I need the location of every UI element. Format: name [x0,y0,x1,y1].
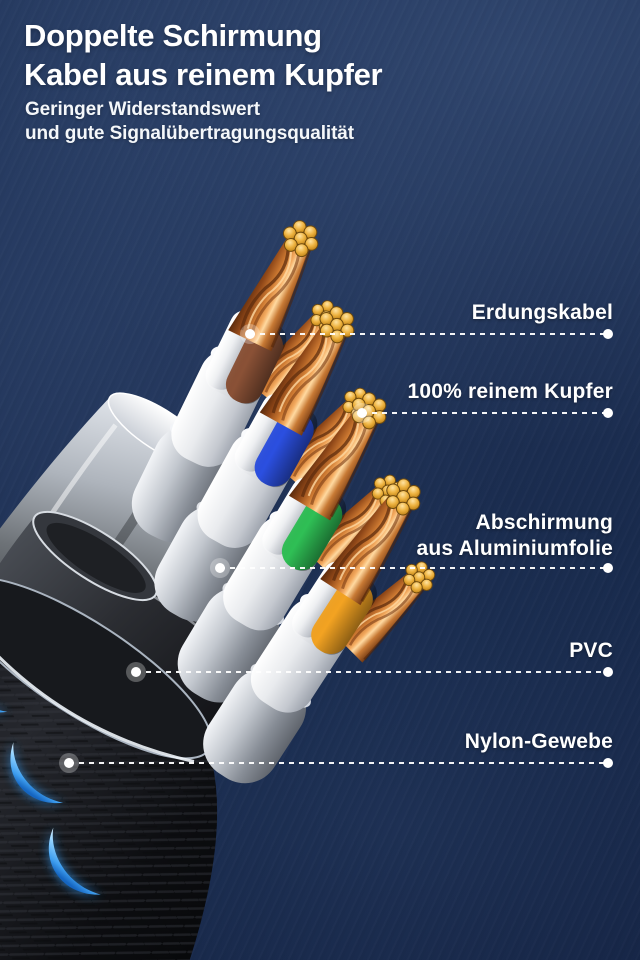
callout-label: Nylon-Gewebe [464,730,613,753]
anchor-dot [64,758,74,768]
label-dot [603,329,613,339]
label-dot [603,408,613,418]
callout-label-line2: aus Aluminiumfolie [416,537,613,560]
callout-abschirmung: Abschirmung aus Aluminiumfolie [416,510,613,562]
callout-label: Erdungskabel [471,301,613,324]
leader-pvc [126,662,613,682]
wire-pair-orange [203,472,442,784]
leader-nylon [59,753,613,773]
label-dot [603,563,613,573]
anchor-dot [245,329,255,339]
label-dot [603,667,613,677]
page-title: Doppelte Schirmung Kabel aus reinem Kupf… [24,16,383,94]
title-line-1: Doppelte Schirmung [24,18,322,53]
wire-pair-brown [131,215,349,543]
title-line-2: Kabel aus reinem Kupfer [24,57,383,92]
subtitle-line-1: Geringer Widerstandswert [25,99,260,120]
callout-label: Abschirmung [475,511,613,534]
leader-kupfer [352,403,613,423]
callout-erdungskabel: Erdungskabel [472,300,613,326]
callout-pvc: PVC [569,638,613,664]
anchor-dot [215,563,225,573]
leader-abschirmung [210,558,613,578]
anchor-dot [131,667,141,677]
callout-label: PVC [569,639,613,662]
subtitle-line-2: und gute Signalübertragungsqualität [25,123,355,144]
label-dot [603,758,613,768]
callout-label: 100% reinem Kupfer [407,380,613,403]
callout-nylon: Nylon-Gewebe [465,729,613,755]
page-subtitle: Geringer Widerstandswert und gute Signal… [25,98,354,146]
callout-kupfer: 100% reinem Kupfer [407,379,613,405]
anchor-dot [357,408,367,418]
leader-erdungskabel [240,324,613,344]
